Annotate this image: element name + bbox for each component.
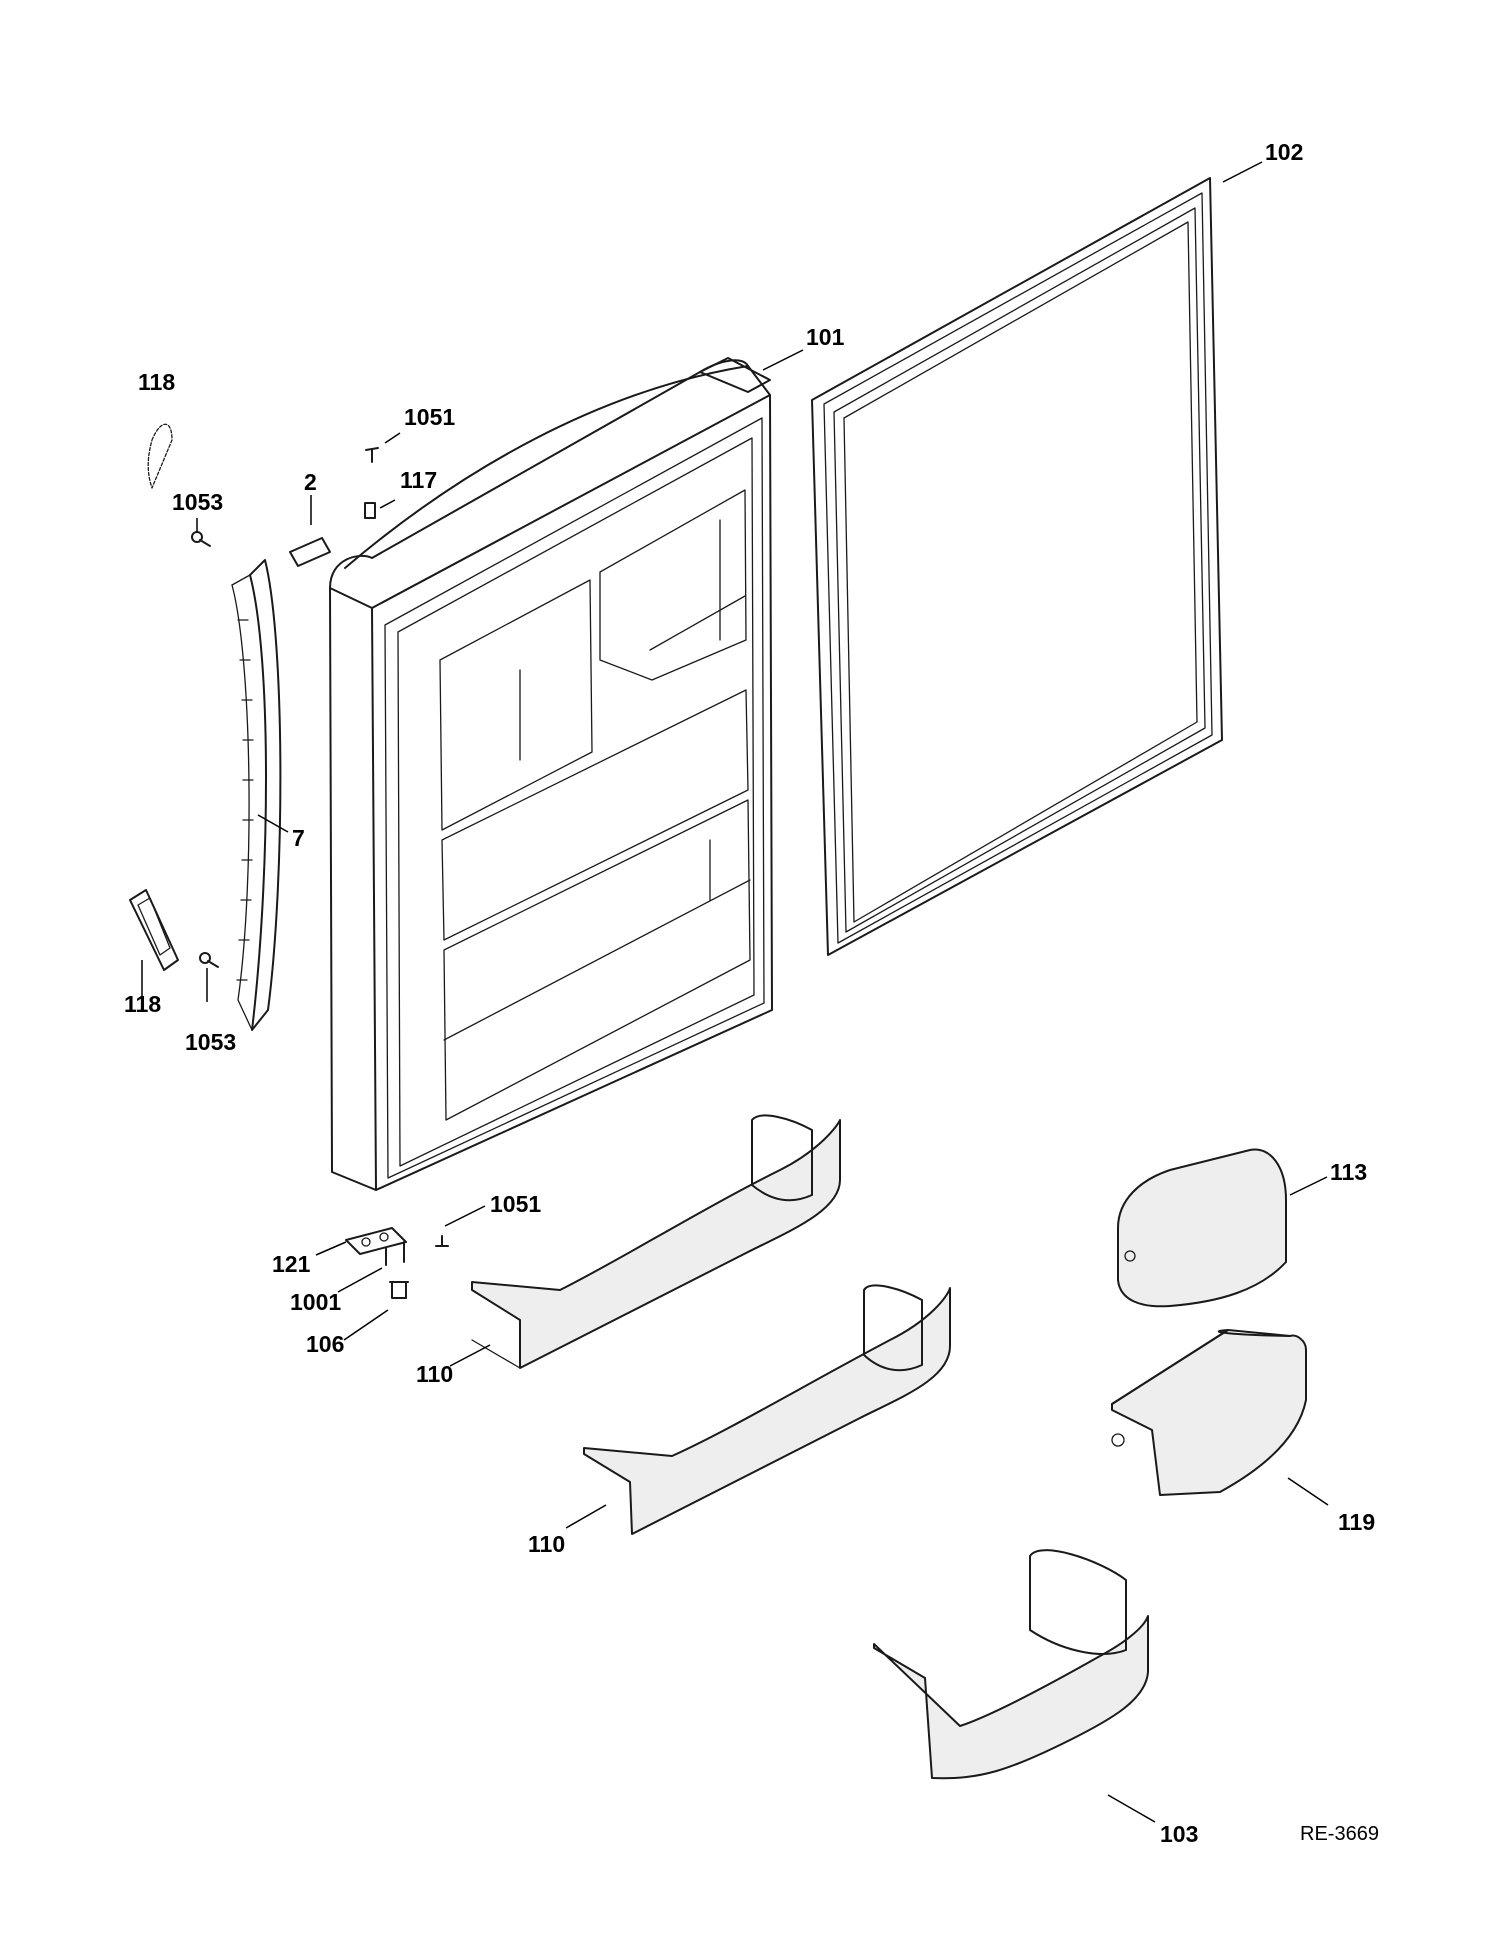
callout-121: 121	[272, 1251, 311, 1277]
drawing-number: RE-3669	[1300, 1823, 1379, 1845]
callout-110-lower: 110	[528, 1531, 565, 1557]
callout-2: 2	[304, 469, 317, 495]
callout-103: 103	[1160, 1821, 1198, 1847]
leader-lines	[141, 161, 1329, 1823]
callout-118-top: 118	[138, 369, 175, 395]
screw-1051-bottom-part[interactable]	[435, 1235, 449, 1247]
door-bin-103-part[interactable]	[873, 1549, 1149, 1780]
callout-110-upper: 110	[416, 1361, 453, 1387]
callout-1053-bottom: 1053	[185, 1029, 236, 1055]
callout-117: 117	[400, 467, 437, 493]
callout-1051-bottom: 1051	[490, 1191, 541, 1217]
handle-part[interactable]	[231, 559, 282, 1031]
door-bin-upper-part[interactable]	[471, 1114, 841, 1369]
door-bin-lower-part[interactable]	[583, 1284, 951, 1535]
door-gasket-part[interactable]	[811, 177, 1223, 956]
dairy-bin-part[interactable]	[1111, 1329, 1307, 1496]
screws-1001-part[interactable]	[385, 1241, 405, 1266]
callout-102: 102	[1265, 139, 1303, 165]
callout-113: 113	[1330, 1159, 1367, 1185]
hinge-shim-part[interactable]	[289, 537, 331, 567]
callout-101: 101	[806, 324, 845, 350]
screw-1053-bottom-part[interactable]	[199, 952, 219, 968]
callout-118-bottom: 118	[124, 991, 161, 1017]
handle-end-cap-bottom-part[interactable]	[129, 889, 179, 971]
callout-1053-top: 1053	[172, 489, 223, 515]
bushing-part[interactable]	[364, 502, 376, 519]
dairy-compartment-door-part[interactable]	[1117, 1148, 1287, 1308]
hinge-pin-part[interactable]	[389, 1281, 409, 1299]
callout-106: 106	[306, 1331, 344, 1357]
door-assembly-part[interactable]	[329, 357, 773, 1191]
callout-1051-top: 1051	[404, 404, 455, 430]
screw-1051-top-part[interactable]	[365, 447, 379, 463]
callout-7: 7	[292, 825, 305, 851]
handle-end-cap-top-part[interactable]	[147, 423, 173, 489]
callout-119: 119	[1338, 1509, 1375, 1535]
bottom-hinge-plate-part[interactable]	[345, 1227, 407, 1255]
screw-1053-top-part[interactable]	[191, 531, 211, 547]
callout-1001: 1001	[290, 1289, 341, 1315]
